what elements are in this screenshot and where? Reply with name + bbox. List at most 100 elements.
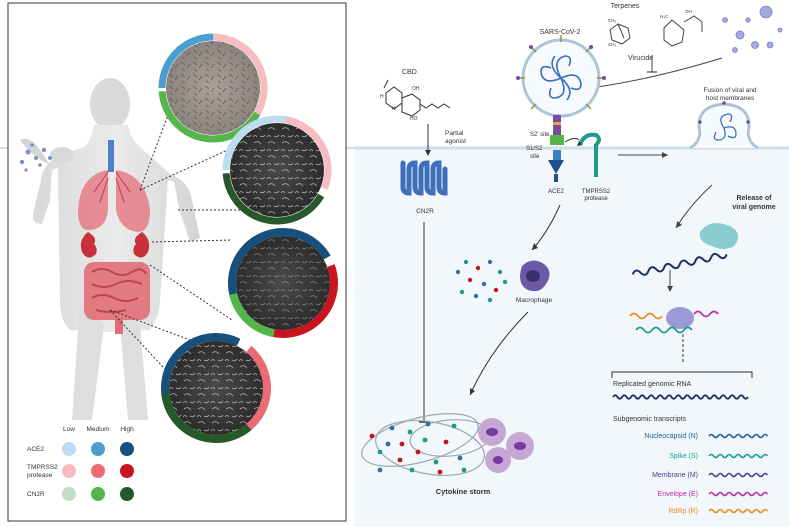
legend-row-label: CN2R — [27, 491, 45, 498]
legend-row-label-2: protease — [27, 472, 53, 479]
cn2r-receptor — [400, 160, 448, 196]
tmprss2-protease — [578, 132, 601, 177]
cytokine-dot — [455, 269, 461, 275]
transcript-wave — [708, 491, 769, 497]
hydroxyl-label: OH — [685, 9, 692, 14]
micrograph-trachea — [222, 115, 332, 225]
macrophage-label: Macrophage — [516, 297, 553, 304]
legend-swatch — [62, 487, 76, 501]
legend-row-label: TMPRSS2 — [27, 464, 58, 471]
transcript-label: Spike (S) — [669, 453, 698, 460]
subgenomic-label: Subgenomic transcripts — [613, 416, 687, 423]
storm-cytokine-dot — [377, 449, 383, 455]
storm-cytokine-dot — [377, 467, 383, 473]
cn2r-label: CN2R — [416, 208, 434, 215]
cytokine-dot — [459, 289, 465, 295]
human-body — [20, 78, 200, 420]
cbd-h1-label: H — [380, 94, 384, 100]
virucide-label: Virucide — [628, 55, 653, 62]
methyl-label-2: H₃C — [660, 14, 669, 19]
cbd-label: CBD — [402, 69, 417, 76]
transcript-label: RdRp (R) — [668, 508, 698, 515]
sars-cov-2-virion — [516, 35, 606, 118]
partial-agonist-label-line2: agonist — [445, 138, 466, 145]
fusion-label-line2: host membranes — [706, 95, 755, 102]
storm-cytokine-dot — [461, 467, 467, 473]
storm-cytokine-dot — [407, 429, 413, 435]
legend-swatch — [120, 464, 134, 478]
kidneys — [80, 232, 150, 258]
s2-site-label: S2' site — [530, 132, 550, 138]
s1s2-site-label-line2: site — [530, 154, 540, 160]
transcript-wave — [708, 508, 769, 514]
legend-swatch — [91, 464, 105, 478]
cytokine-storm-label: Cytokine storm — [436, 487, 491, 496]
storm-cytokine-dot — [385, 441, 391, 447]
legend-header-medium: Medium — [86, 426, 109, 433]
transcript-wave — [708, 453, 769, 459]
release-label-line2: viral genome — [732, 204, 775, 211]
cytokine-dot — [467, 277, 473, 283]
micrograph-intestine — [161, 333, 271, 443]
terpenes-label: Terpenes — [611, 3, 640, 10]
replicated-rna-wave — [612, 394, 749, 400]
transcript-label: Membrane (M) — [652, 472, 698, 479]
cytokine-dot — [487, 297, 493, 303]
cytokine-dot — [502, 279, 508, 285]
macrophage — [520, 260, 550, 292]
transcript-wave — [708, 433, 769, 439]
storm-cytokine-dot — [433, 459, 439, 465]
storm-cytokine-dot — [399, 441, 405, 447]
partial-agonist-label-line1: Partial — [445, 130, 464, 137]
spike-ace2-complex — [548, 115, 564, 182]
airborne-virus-particles — [19, 143, 52, 172]
sars-cov-2-label: SARS-CoV-2 — [540, 29, 581, 36]
storm-cytokine-dot — [369, 433, 375, 439]
cytokine-dot — [497, 269, 503, 275]
transcript-label: Envelope (E) — [658, 491, 698, 498]
legend-swatch — [120, 442, 134, 456]
cbd-ho-label: HO — [410, 116, 418, 122]
cytokine-particles — [455, 259, 508, 303]
storm-cytokine-dot — [422, 437, 428, 443]
legend-swatch — [91, 442, 105, 456]
ace2-label: ACE2 — [548, 189, 564, 195]
cytokine-dot — [473, 293, 479, 299]
cytokine-dot — [463, 259, 469, 265]
cytoplasm-region — [355, 148, 789, 527]
storm-cytokine-dot — [425, 421, 431, 427]
viral-genome-rna — [631, 252, 728, 276]
cytokine-dot — [493, 287, 499, 293]
storm-cytokine-dot — [437, 469, 443, 475]
s1s2-site-label-line1: S1/S2 — [526, 146, 543, 152]
translation-complex — [629, 307, 719, 334]
legend-swatch — [120, 487, 134, 501]
storm-cytokine-dot — [397, 457, 403, 463]
cytokine-dot — [481, 281, 487, 287]
storm-cytokine-dot — [457, 455, 463, 461]
connector-lines — [109, 87, 248, 381]
release-label-line1: Release of — [736, 195, 772, 202]
cbd-molecule — [383, 79, 451, 117]
terpene-molecules — [609, 15, 703, 47]
cbd-h2-label: H — [392, 106, 396, 112]
legend-swatch — [62, 464, 76, 478]
storm-cytokine-dot — [389, 425, 395, 431]
fusion-vesicle — [689, 101, 759, 150]
legend-header-low: Low — [63, 426, 75, 433]
virus-particles-cluster — [722, 5, 783, 53]
storm-cytokine-dot — [409, 467, 415, 473]
legend-swatch — [91, 487, 105, 501]
cytokine-dot — [487, 259, 493, 265]
transcript-list: Nucleocapsid (N)Spike (S)Membrane (M)Env… — [644, 433, 769, 515]
fusion-label-line1: Fusion of viral and — [703, 87, 756, 94]
storm-cytokine-dot — [443, 439, 449, 445]
transcript-wave — [708, 472, 769, 478]
ribosome — [699, 223, 739, 249]
intestines — [84, 262, 150, 334]
legend-row-label: ACE2 — [27, 446, 44, 453]
cytokine-storm — [361, 413, 534, 476]
